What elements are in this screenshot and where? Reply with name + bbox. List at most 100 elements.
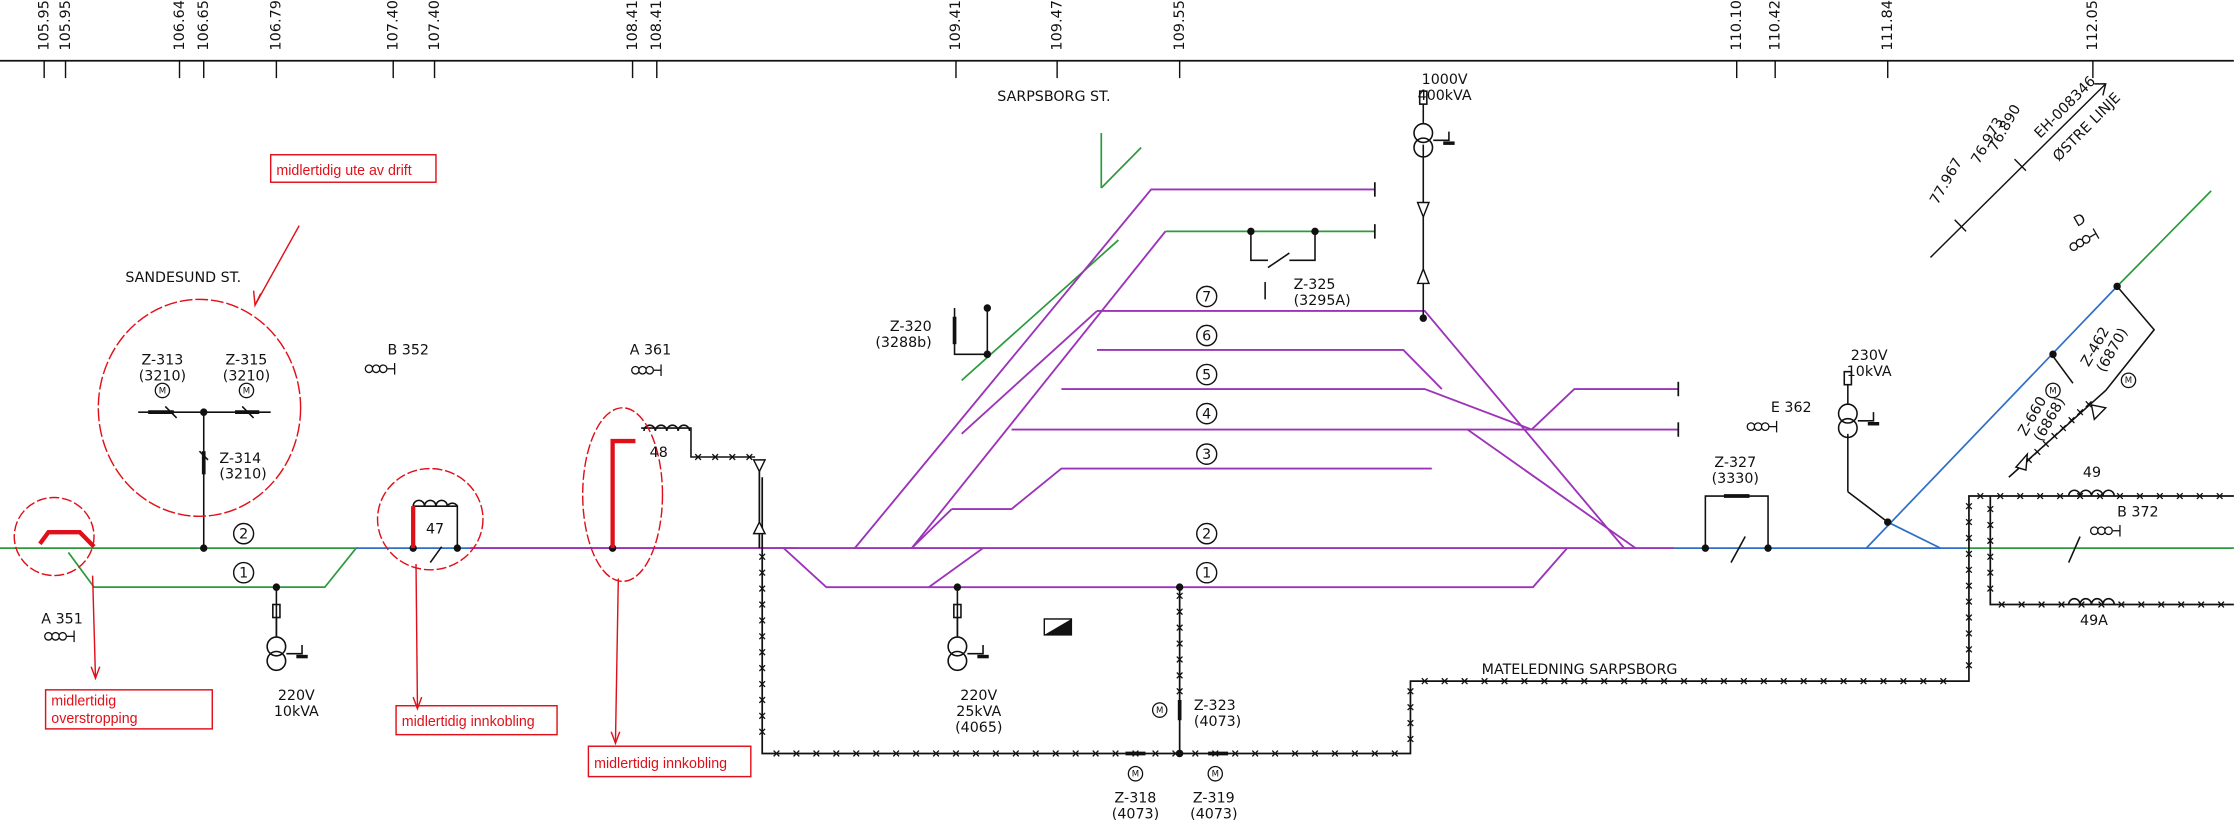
signal-label: B 372 [2117, 504, 2158, 520]
signal-label: A 351 [41, 611, 82, 627]
hatch-mark [2036, 492, 2044, 500]
transformer-voltage: 1000V [1422, 72, 1468, 88]
signal-icon [1746, 420, 1778, 433]
svg-text:M: M [2125, 376, 2132, 386]
hatch-mark [1965, 518, 1973, 526]
switch-id: Z-314 [219, 451, 261, 467]
hatch-mark [1900, 677, 1907, 685]
hatch-mark [1987, 521, 1994, 529]
transformer-voltage: 220V [960, 688, 997, 704]
switch-number: (4073) [1190, 806, 1237, 820]
switch-number: (4073) [1112, 806, 1159, 820]
station-marker [1043, 618, 1073, 636]
track-number: 1 [1202, 566, 1211, 582]
km-label: 112.055 [2085, 0, 2101, 51]
signal-label: D [2071, 211, 2088, 231]
transformer-coil [1413, 122, 1434, 144]
hatch-mark [2177, 601, 2185, 608]
hatch-mark [2138, 601, 2145, 608]
hatch-mark [1800, 677, 1807, 685]
hatch-mark [1351, 750, 1359, 757]
section-insulator-label: 47 [426, 522, 444, 538]
hatch-mark [1407, 703, 1414, 711]
annotation-text: midlertidig ute av drift [276, 163, 411, 179]
hatch-mark [1880, 677, 1887, 685]
section-insulator-label: 49 [2083, 465, 2101, 481]
hatch-mark [2157, 601, 2165, 608]
hatch-mark [1461, 677, 1468, 685]
hatch-mark [1965, 582, 1973, 590]
switch-number: (3330) [1712, 471, 1759, 487]
signal-icon [44, 630, 75, 643]
hatch-mark [1112, 750, 1119, 757]
transformer-voltage: 220V [278, 688, 315, 704]
signal-label: B 352 [388, 342, 429, 358]
disconnectors [138, 144, 2156, 637]
signal-icon [2089, 524, 2121, 537]
hatch-mark [758, 680, 766, 688]
transformers [266, 90, 1880, 672]
hatch-mark [1407, 687, 1414, 695]
transformer-coil [1413, 137, 1434, 158]
transformer-earth [967, 645, 984, 655]
transformer-coil [947, 636, 968, 657]
hatch-mark [1032, 750, 1040, 757]
track-number-circle [1196, 285, 1218, 308]
hatch-mark [1176, 672, 1183, 679]
hatch-mark [1939, 677, 1947, 685]
transformer-coil [266, 636, 287, 657]
coils [412, 424, 2116, 605]
hatch-mark [1441, 677, 1448, 685]
hatch-mark [1820, 677, 1827, 685]
hatch-mark [1407, 719, 1414, 727]
hatch-mark [1192, 750, 1199, 757]
svg-text:M: M [1132, 770, 1139, 780]
track-number: 6 [1202, 328, 1211, 344]
km-label: 106.659 [196, 0, 212, 51]
hatch-mark [1620, 677, 1628, 685]
hatch-mark [1987, 537, 1994, 545]
switch-id: Z-325 [1294, 277, 1336, 293]
hatch-mark [813, 750, 820, 757]
hatch-mark [1600, 677, 1608, 685]
hatch-mark [2216, 492, 2223, 500]
chainage: 77.967 [1927, 156, 1966, 208]
hatch-mark [1271, 750, 1279, 757]
km-label: 108.411 [625, 0, 641, 51]
catenary-green-wires [0, 133, 2234, 589]
switch-number: (3210) [223, 368, 270, 384]
track-number: 2 [239, 527, 248, 543]
hatch-mark [1331, 750, 1339, 757]
switch-id: Z-318 [1115, 791, 1157, 807]
km-label: 111.841 [1880, 0, 1896, 51]
hatch-mark [2217, 601, 2225, 608]
switch-id: Z-320 [890, 319, 932, 335]
annotation-text: midlertidig innkobling [402, 714, 535, 730]
hatch-mark [793, 750, 800, 757]
feeder-title: MATELEDNING SARPSBORG [1482, 662, 1678, 678]
annotation-text: midlertidig [51, 694, 116, 710]
hatch-mark [1996, 492, 2004, 500]
km-label: 110.420 [1768, 0, 1784, 51]
hatch-mark [1860, 677, 1867, 685]
hatch-mark [1371, 750, 1379, 757]
hatch-mark [758, 648, 766, 656]
hatch-mark [1840, 677, 1847, 685]
hatch-mark [992, 750, 1000, 757]
transformer-earth [1857, 412, 1875, 422]
hatch-mark [758, 664, 766, 672]
hatch-mark [1700, 677, 1708, 685]
hatch-mark [758, 617, 766, 624]
hatch-mark [912, 750, 920, 757]
hatch-mark [758, 569, 766, 577]
hatch-mark [1987, 553, 1994, 561]
hatch-mark [1780, 677, 1788, 685]
hatch-mark [2016, 492, 2024, 500]
hatch-mark [2078, 601, 2085, 608]
track-number: 5 [1202, 368, 1211, 384]
signal-symbols [44, 228, 2121, 643]
switch-number: (3210) [219, 467, 266, 483]
hatch-mark [1740, 677, 1748, 685]
hatch-mark [1176, 640, 1183, 647]
